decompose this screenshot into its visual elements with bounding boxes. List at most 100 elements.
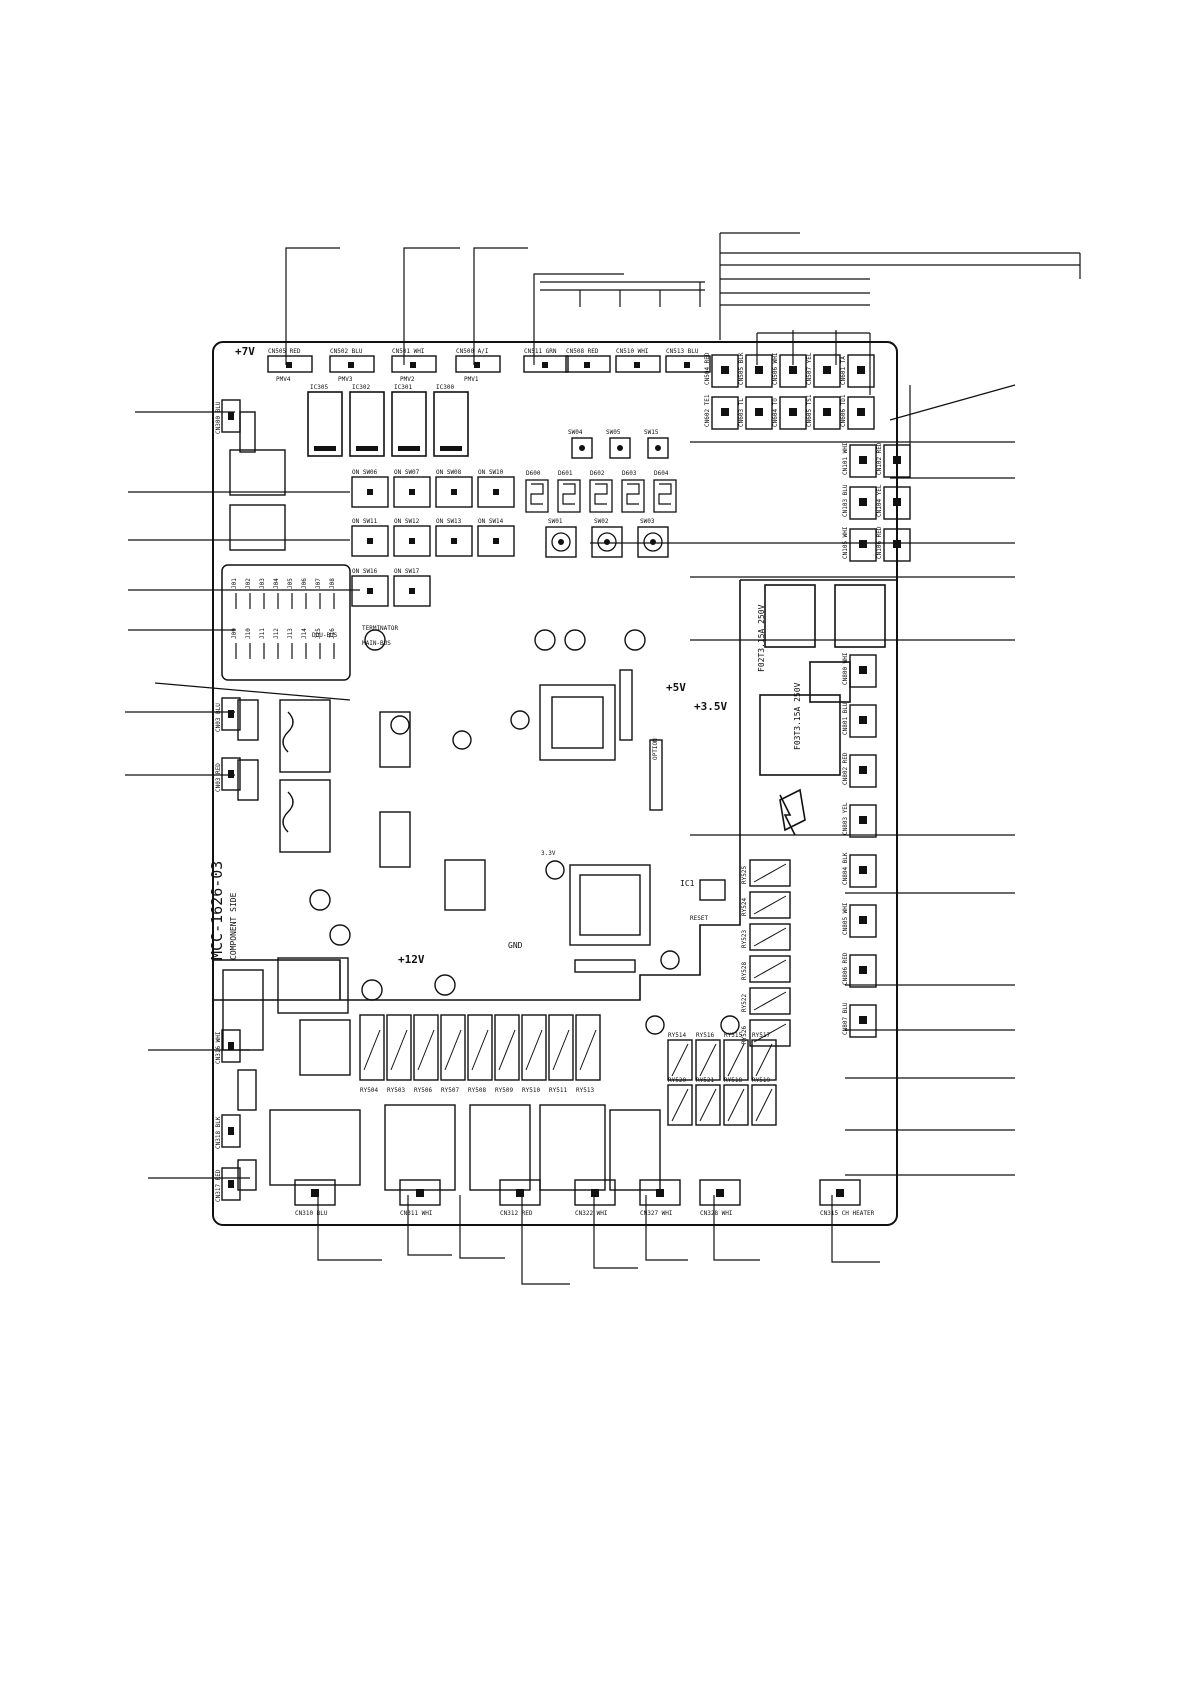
relay-label: RY522 xyxy=(741,994,748,1012)
jumper: J12 xyxy=(273,628,280,659)
jumper-label: J12 xyxy=(273,628,280,639)
connector-pin xyxy=(859,540,867,548)
switch-body xyxy=(435,476,473,508)
relay: RY528 xyxy=(741,955,791,983)
relay-body xyxy=(723,1084,749,1126)
connector-body xyxy=(813,396,841,430)
connector-label: CN03 BLU xyxy=(215,703,222,732)
relay-body xyxy=(751,1039,777,1081)
jumper-label: J05 xyxy=(287,578,294,589)
connector-label: CN500 A/I xyxy=(456,348,489,355)
connector-body xyxy=(221,697,241,731)
segment-display-label: D604 xyxy=(654,470,669,477)
reset-label: RESET xyxy=(690,915,708,922)
connector-pin xyxy=(789,366,797,374)
connector-label: CN801 BLU xyxy=(842,702,849,735)
left-connector: CN03 BLU xyxy=(215,697,241,732)
connector-label: CN312 RED xyxy=(500,1210,533,1217)
connector-body xyxy=(565,355,611,373)
right-connector: CN800 WHI xyxy=(842,652,877,688)
right-connector: CN802 RED xyxy=(842,752,877,788)
rail-3v5-label: +3.5V xyxy=(694,700,727,713)
connector-label: CN328 WHI xyxy=(700,1210,733,1217)
jumper: J05 xyxy=(287,578,294,609)
relay: RY524 xyxy=(741,891,791,919)
ic-chip: IC305 xyxy=(307,384,343,457)
right-connector: CN507 YEL xyxy=(806,352,841,388)
connector-label: CN103 BLU xyxy=(842,484,849,517)
switch-actuator xyxy=(409,588,415,594)
switch-label: ON SW08 xyxy=(436,469,462,476)
connector-body xyxy=(221,1114,241,1148)
segment-display-body xyxy=(525,479,549,513)
relay-label: RY509 xyxy=(495,1087,513,1094)
connector-label: CN311 WHI xyxy=(400,1210,433,1217)
push-switch: SW05 xyxy=(606,429,631,459)
connector-pin xyxy=(684,362,690,368)
connector-pin xyxy=(823,408,831,416)
leader-lines-top xyxy=(285,232,1081,395)
ic-label: IC302 xyxy=(352,384,370,391)
connector-label: CN605 TS1 xyxy=(806,394,813,427)
rotary-switch: SW02 xyxy=(591,518,623,558)
connector-body xyxy=(849,704,877,738)
connector-label: CN316 WHI xyxy=(215,1031,222,1064)
relay-diag xyxy=(498,1029,516,1071)
right-connector: CN606 TD1 xyxy=(840,394,875,430)
connector-label: CN805 WHI xyxy=(842,902,849,935)
relay-body xyxy=(548,1014,574,1081)
connector-body xyxy=(267,355,313,373)
segment-display-body xyxy=(589,479,613,513)
switch-actuator xyxy=(409,489,415,495)
ddu-bus-label: DDU-BUS xyxy=(312,632,338,639)
connector-pin xyxy=(542,362,548,368)
relay-diag xyxy=(727,1088,745,1122)
rotary-knob xyxy=(551,532,571,552)
switch-label: ON SW11 xyxy=(352,518,378,525)
relay-label: RY521 xyxy=(696,1077,714,1084)
dip-switch: ON SW11 xyxy=(351,518,389,557)
switch-label: ON SW12 xyxy=(394,518,420,525)
switch-body xyxy=(435,525,473,557)
connector-body xyxy=(819,1179,861,1206)
jumper: J15 xyxy=(315,628,322,659)
leader-lines-left xyxy=(125,411,360,1179)
relay-label: RY525 xyxy=(741,866,748,884)
bottom-connector: CN328 WHI xyxy=(699,1179,741,1217)
jumper: J01 xyxy=(231,578,238,609)
segment-glyph xyxy=(562,483,576,505)
segment-glyph xyxy=(626,483,640,505)
segment-display: D601 xyxy=(557,470,581,513)
connector-pin xyxy=(228,1127,234,1135)
connector-pin xyxy=(228,1042,234,1050)
connector-body xyxy=(847,396,875,430)
fuse-f02-label: F02T3.15A 250V xyxy=(757,604,766,672)
rotary-center xyxy=(650,539,656,545)
relay: RY503 xyxy=(386,1014,412,1094)
dip-switch: ON SW07 xyxy=(393,469,431,508)
connector-label: CN106 RED xyxy=(876,526,883,559)
connector-label: CN315 CH HEATER xyxy=(820,1210,875,1217)
rotary-switch: SW01 xyxy=(545,518,577,558)
connector-label: CN601 TA xyxy=(840,356,847,385)
relay-body xyxy=(749,923,791,951)
relay-diag xyxy=(699,1088,717,1122)
connector-pin xyxy=(228,710,234,718)
connector-body xyxy=(399,1179,441,1206)
connector-label: CN800 WHI xyxy=(842,652,849,685)
top-connector: CN513 BLU xyxy=(665,348,711,373)
dip-switch: ON SW06 xyxy=(351,469,389,508)
connector-pin xyxy=(859,866,867,874)
connector-label: CN508 RED xyxy=(566,348,599,355)
relay-diag xyxy=(727,1043,745,1077)
relay-label: RY508 xyxy=(468,1087,486,1094)
segment-display: D603 xyxy=(621,470,645,513)
bottom-connector: CN310 BLU xyxy=(294,1179,336,1217)
relay: RY523 xyxy=(741,923,791,951)
relay-body xyxy=(413,1014,439,1081)
switch-body xyxy=(477,476,515,508)
connector-pin xyxy=(228,412,234,420)
